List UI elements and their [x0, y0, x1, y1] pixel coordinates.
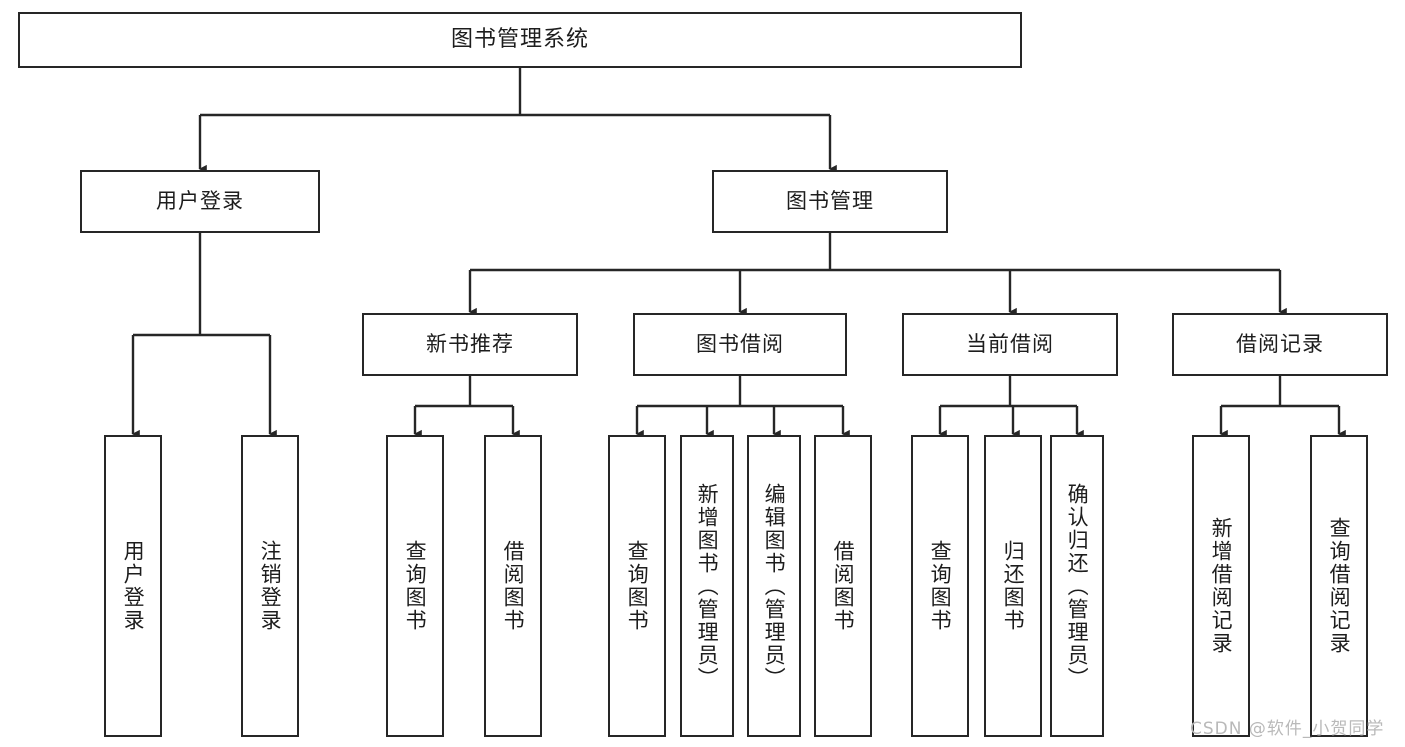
- node-label: 用户登录: [156, 188, 244, 213]
- node-leaf_5[interactable]: 新增图书（管理员）: [680, 435, 734, 737]
- node-label: 新增图书（管理员）: [695, 482, 720, 690]
- node-leaf_10[interactable]: 确认归还（管理员）: [1050, 435, 1104, 737]
- node-leaf_4[interactable]: 查询图书: [608, 435, 666, 737]
- csdn-watermark: CSDN @软件_小贺同学: [1190, 719, 1385, 739]
- node-label: 借阅记录: [1236, 331, 1324, 356]
- node-l3_3[interactable]: 借阅记录: [1172, 313, 1388, 376]
- node-label: 用户登录: [121, 540, 146, 632]
- node-label: 注销登录: [258, 540, 283, 632]
- node-leaf_6[interactable]: 编辑图书（管理员）: [747, 435, 801, 737]
- node-label: 编辑图书（管理员）: [762, 482, 787, 690]
- node-leaf_7[interactable]: 借阅图书: [814, 435, 872, 737]
- node-leaf_12[interactable]: 查询借阅记录: [1310, 435, 1368, 737]
- node-label: 归还图书: [1001, 540, 1026, 632]
- node-label: 借阅图书: [831, 540, 856, 632]
- node-leaf_2[interactable]: 查询图书: [386, 435, 444, 737]
- node-l3_0[interactable]: 新书推荐: [362, 313, 578, 376]
- node-label: 借阅图书: [501, 540, 526, 632]
- node-label: 当前借阅: [966, 331, 1054, 356]
- node-leaf_3[interactable]: 借阅图书: [484, 435, 542, 737]
- node-l2_0[interactable]: 用户登录: [80, 170, 320, 233]
- node-label: 图书管理系统: [450, 26, 589, 52]
- node-l2_1[interactable]: 图书管理: [712, 170, 948, 233]
- node-root[interactable]: 图书管理系统: [18, 12, 1022, 68]
- node-label: 查询图书: [928, 540, 953, 632]
- node-label: 确认归还（管理员）: [1065, 482, 1090, 690]
- node-label: 查询图书: [403, 540, 428, 632]
- node-label: 新书推荐: [426, 331, 514, 356]
- node-leaf_11[interactable]: 新增借阅记录: [1192, 435, 1250, 737]
- node-leaf_9[interactable]: 归还图书: [984, 435, 1042, 737]
- node-label: 图书管理: [786, 188, 874, 213]
- node-label: 新增借阅记录: [1209, 517, 1234, 655]
- node-label: 图书借阅: [696, 331, 784, 356]
- node-leaf_8[interactable]: 查询图书: [911, 435, 969, 737]
- node-label: 查询图书: [625, 540, 650, 632]
- node-leaf_0[interactable]: 用户登录: [104, 435, 162, 737]
- node-label: 查询借阅记录: [1327, 517, 1352, 655]
- node-l3_1[interactable]: 图书借阅: [633, 313, 847, 376]
- node-l3_2[interactable]: 当前借阅: [902, 313, 1118, 376]
- node-leaf_1[interactable]: 注销登录: [241, 435, 299, 737]
